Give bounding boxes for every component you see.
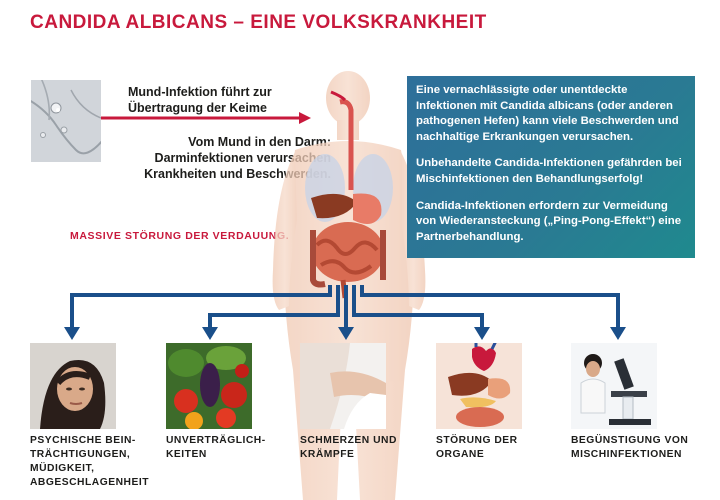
digestion-disorder-label: MASSIVE STÖRUNG DER VERDAUUNG. — [70, 230, 290, 242]
caption-intolerances: UNVERTRÄGLICH- KEITEN — [166, 435, 266, 460]
stomach-pain-photo — [300, 343, 386, 429]
vegetables-photo — [166, 343, 252, 429]
caption-mixed-infections: BEGÜNSTIGUNG VON MISCHINFEKTIONEN — [571, 435, 689, 460]
caption-psychic: PSYCHISCHE BEIN- TRÄCHTIGUNGEN, MÜDIGKEI… — [30, 435, 149, 488]
gut-infection-label: Vom Mund in den Darm: Darminfektionen ve… — [144, 135, 331, 181]
laboratory-microscope-photo — [571, 343, 657, 429]
mouth-infection-label: Mund-Infektion führt zur Übertragung der… — [128, 85, 272, 115]
candida-microscope-image — [31, 80, 101, 162]
page-title: CANDIDA ALBICANS – EINE VOLKSKRANKHEIT — [30, 12, 487, 33]
info-paragraph: Eine vernachlässigte oder unentdeckte In… — [416, 84, 679, 143]
caption-organs: STÖRUNG DER ORGANE — [436, 435, 518, 460]
woman-tired-photo — [30, 343, 116, 429]
info-paragraph: Unbehandelte Candida-Infektionen gefährd… — [416, 157, 682, 185]
organs-illustration — [436, 343, 522, 429]
info-paragraph: Candida-Infektionen erfordern zur Vermei… — [416, 199, 682, 243]
caption-pain: SCHMERZEN UND KRÄMPFE — [300, 435, 397, 460]
info-box: Eine vernachlässigte oder unentdeckte In… — [407, 76, 695, 258]
consequence-flow-arrows — [64, 285, 626, 340]
transmission-arrow — [101, 112, 311, 124]
